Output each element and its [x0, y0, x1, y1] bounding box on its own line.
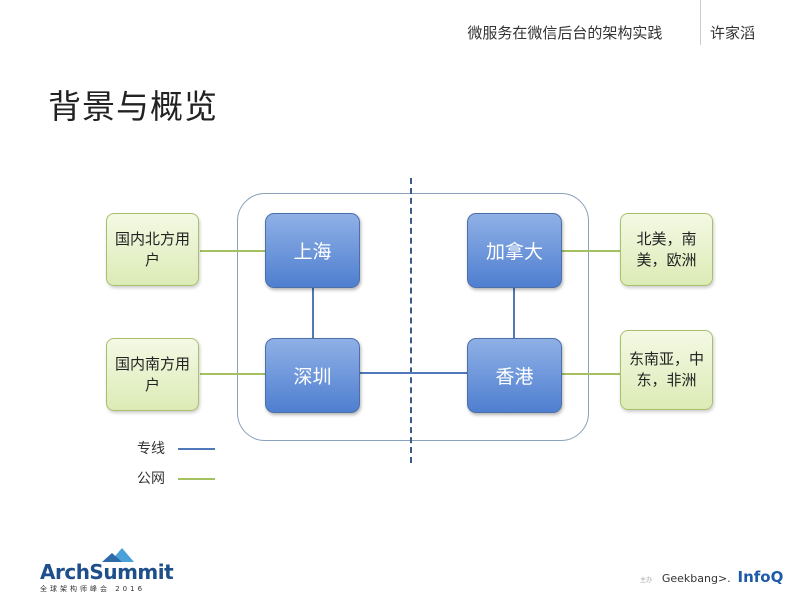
slide-title: 背景与概览 [48, 87, 218, 126]
node-americas-europe: 北美，南美，欧洲 [620, 213, 713, 286]
archsummit-subtitle: 全球架构师峰会 2016 [40, 585, 146, 593]
organizer-logos: 主办 Geekbang>. InfoQ [640, 568, 783, 586]
node-hongkong: 香港 [467, 338, 562, 413]
header: 微服务在微信后台的架构实践 许家滔 [467, 22, 755, 43]
node-north-users: 国内北方用户 [106, 213, 199, 286]
dedicated-link [513, 287, 515, 338]
talk-title: 微服务在微信后台的架构实践 [467, 24, 663, 42]
legend-public-swatch [178, 478, 215, 480]
region-divider [410, 178, 412, 463]
archsummit-text: ArchSummit [40, 560, 174, 584]
geekbang-logo: Geekbang>. [661, 572, 731, 585]
node-shanghai: 上海 [265, 213, 360, 288]
node-shenzhen: 深圳 [265, 338, 360, 413]
mountain-icon [102, 548, 134, 562]
header-divider [700, 0, 701, 45]
dedicated-link [358, 372, 467, 374]
legend-dedicated-label: 专线 [137, 441, 165, 457]
public-link [560, 373, 620, 375]
datacenter-container [237, 193, 589, 441]
legend-public-label: 公网 [137, 471, 165, 487]
public-link [560, 250, 620, 252]
organizer-label: 主办 [640, 577, 653, 584]
public-link [200, 373, 265, 375]
archsummit-logo: ArchSummit 全球架构师峰会 2016 [40, 548, 174, 594]
node-sea-me-africa: 东南亚，中东，非洲 [620, 330, 713, 410]
infoq-logo: InfoQ [737, 568, 784, 586]
node-canada: 加拿大 [467, 213, 562, 288]
speaker-name: 许家滔 [709, 24, 755, 42]
public-link [200, 250, 265, 252]
node-south-users: 国内南方用户 [106, 338, 199, 411]
dedicated-link [312, 287, 314, 338]
legend-dedicated-swatch [178, 448, 215, 450]
